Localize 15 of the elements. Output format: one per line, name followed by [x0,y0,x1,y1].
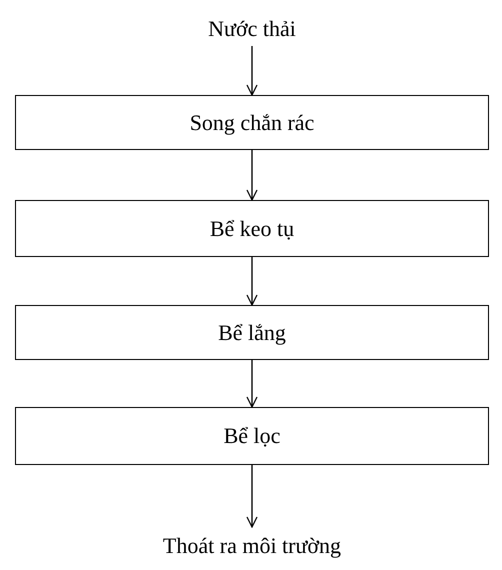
arrow [246,150,258,201]
flow-label: Thoát ra môi trường [162,533,342,559]
arrow [246,46,258,96]
arrow [246,465,258,528]
process-label: Bể lắng [218,320,286,346]
process-box [15,305,489,360]
process-box [15,95,489,150]
flow-label: Nước thải [208,16,296,42]
process-label: Bể keo tụ [210,216,294,242]
arrow [246,257,258,306]
process-label: Song chắn rác [190,110,314,136]
process-label: Bể lọc [224,423,280,449]
process-box [15,407,489,465]
process-box [15,200,489,257]
arrow [246,360,258,408]
